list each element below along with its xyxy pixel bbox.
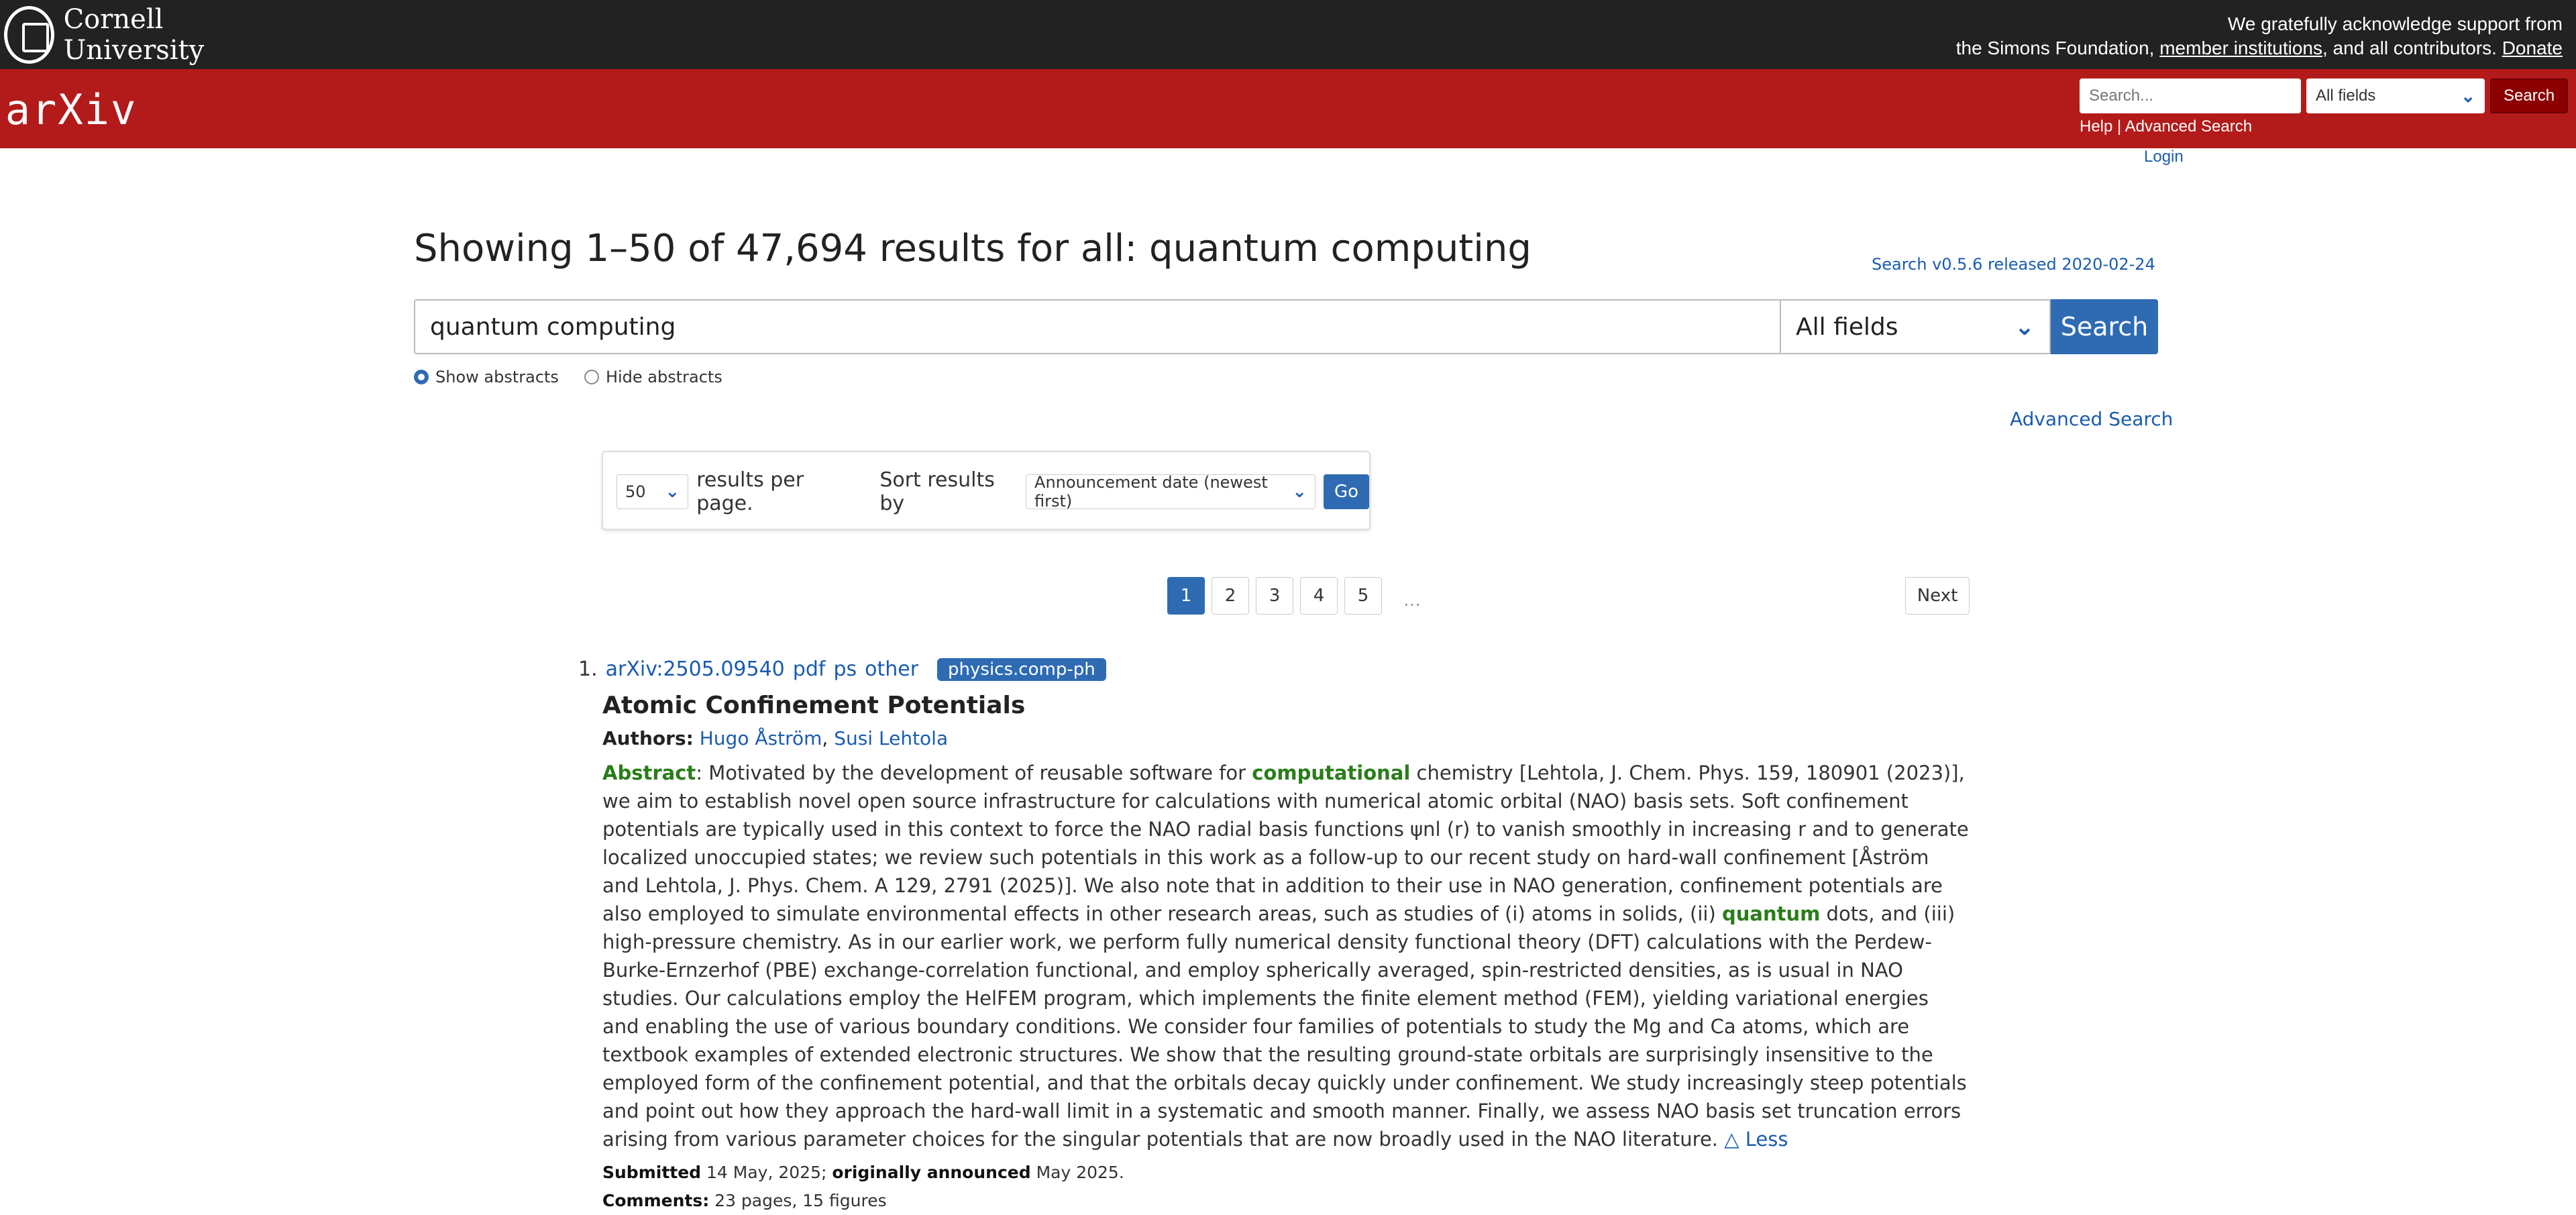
chevron-down-icon: ⌄ [2461, 85, 2475, 106]
next-page-button[interactable]: Next [1905, 577, 1970, 615]
page-link-4[interactable]: 4 [1300, 577, 1338, 615]
page-link-5[interactable]: 5 [1344, 577, 1382, 615]
page-link-2[interactable]: 2 [1212, 577, 1249, 615]
category-badge: physics.comp-ph [937, 657, 1106, 681]
per-page-label: results per page. [696, 468, 804, 515]
show-abstracts-label: Show abstracts [435, 368, 559, 386]
advanced-search-link[interactable]: Advanced Search [2010, 408, 2174, 430]
comments-label: Comments: [602, 1191, 710, 1210]
announced-date: May 2025. [1030, 1163, 1124, 1182]
hide-abstracts-radio[interactable] [584, 370, 599, 384]
abstract-label: Abstract [602, 761, 696, 784]
header-field-select-value: All fields [2316, 87, 2376, 105]
results-options: 50 ⌄ results per page. Sort results by A… [602, 451, 1371, 530]
announced-label: originally announced [832, 1163, 1031, 1182]
ps-link[interactable]: ps [833, 657, 857, 681]
page-title: Showing 1–50 of 47,694 results for all: … [414, 227, 1532, 270]
cornell-logo-link[interactable]: Cornell University [0, 0, 275, 69]
cornell-name: Cornell University [63, 3, 205, 66]
main-search-input[interactable]: quantum computing [414, 299, 1780, 354]
main-field-select-value: All fields [1796, 313, 1898, 341]
chevron-down-icon: ⌄ [1292, 482, 1307, 502]
highlight-term: quantum [1721, 902, 1821, 925]
show-abstracts-radio[interactable] [414, 370, 429, 384]
result-title: Atomic Confinement Potentials [602, 692, 1026, 719]
highlight-term: computational [1252, 761, 1411, 784]
link-separator: | [2117, 117, 2122, 136]
page-ellipsis[interactable]: … [1403, 590, 1421, 611]
main-search-button[interactable]: Search [2051, 299, 2158, 354]
header-field-select[interactable]: All fields ⌄ [2306, 78, 2485, 113]
other-formats-link[interactable]: other [865, 657, 919, 681]
chevron-down-icon: ⌄ [2014, 313, 2035, 341]
abstract-text: chemistry [Lehtola, J. Chem. Phys. 159, … [602, 761, 1969, 925]
per-page-select[interactable]: 50 ⌄ [616, 474, 689, 509]
pdf-link[interactable]: pdf [792, 657, 826, 681]
header-search-button[interactable]: Search [2490, 78, 2569, 113]
result-links: 1. arXiv:2505.09540 pdf ps other physics… [578, 657, 1974, 681]
main-field-select[interactable]: All fields ⌄ [1780, 299, 2051, 354]
header-advanced-search-link[interactable]: Advanced Search [2125, 117, 2253, 136]
sort-value: Announcement date (newest first) [1034, 473, 1268, 511]
acknowledge-prefix: the Simons Foundation, [1955, 38, 2160, 58]
version-link[interactable]: Search v0.5.6 released 2020-02-24 [1872, 255, 2155, 274]
list-item: 1. arXiv:2505.09540 pdf ps other physics… [578, 657, 1974, 1215]
submitted-date: 14 May, 2025; [701, 1163, 833, 1182]
sort-label: Sort results by [879, 468, 995, 515]
header-search-input[interactable] [2080, 78, 2301, 113]
acknowledgement: We gratefully acknowledge support from t… [1956, 12, 2563, 60]
author-link[interactable]: Susi Lehtola [834, 727, 949, 749]
header-links: Help | Advanced Search [2080, 117, 2252, 136]
less-link[interactable]: △ Less [1724, 1128, 1788, 1151]
abstract-text: : Motivated by the development of reusab… [696, 761, 1252, 784]
acknowledge-line1: We gratefully acknowledge support from [2227, 13, 2563, 34]
main-search-form: quantum computing All fields ⌄ Search [414, 299, 2158, 354]
abstract-toggle: Show abstracts Hide abstracts [414, 368, 722, 386]
abstract-text: dots, and (iii) high-pressure chemistry.… [602, 902, 1967, 1151]
cornell-seal-icon [4, 5, 54, 64]
hide-abstracts-label: Hide abstracts [605, 368, 722, 386]
member-institutions-link[interactable]: member institutions [2159, 38, 2322, 58]
result-authors: Authors: Hugo Åström, Susi Lehtola [602, 727, 949, 749]
chevron-down-icon: ⌄ [665, 482, 680, 502]
help-link[interactable]: Help [2080, 117, 2113, 136]
arxiv-logo[interactable]: arXiv [5, 85, 138, 134]
per-page-value: 50 [625, 482, 646, 501]
go-button[interactable]: Go [1324, 474, 1369, 509]
result-number: 1. [578, 657, 598, 681]
header-search: All fields ⌄ Search [2080, 78, 2569, 113]
header-bar: arXiv All fields ⌄ Search Help | Advance… [0, 69, 2576, 148]
result-meta: Submitted 14 May, 2025; originally annou… [602, 1159, 1974, 1215]
page-link-1[interactable]: 1 [1167, 577, 1205, 615]
page-link-3[interactable]: 3 [1256, 577, 1293, 615]
top-bar: Cornell University We gratefully acknowl… [0, 0, 2576, 69]
submitted-label: Submitted [602, 1163, 702, 1182]
pagination: 1 2 3 4 5 … [1167, 577, 1436, 624]
login-link[interactable]: Login [2144, 148, 2184, 166]
comments-text: 23 pages, 15 figures [709, 1191, 887, 1210]
donate-link[interactable]: Donate [2502, 38, 2563, 58]
result-abstract: Abstract: Motivated by the development o… [602, 759, 1971, 1153]
authors-label: Authors: [602, 727, 694, 749]
author-link[interactable]: Hugo Åström [699, 727, 822, 749]
acknowledge-suffix: , and all contributors. [2322, 38, 2502, 58]
arxiv-id-link[interactable]: arXiv:2505.09540 [605, 657, 785, 681]
sort-select[interactable]: Announcement date (newest first) ⌄ [1026, 473, 1316, 511]
